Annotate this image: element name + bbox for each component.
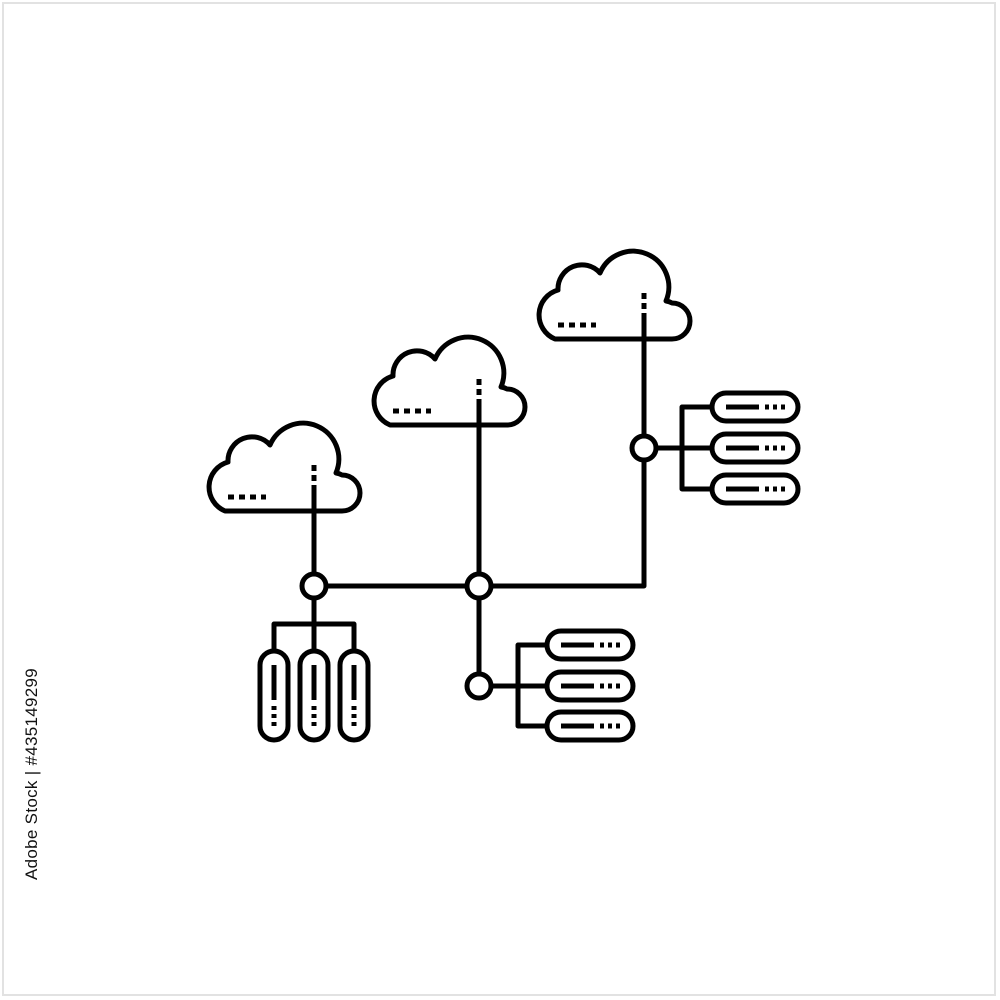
server-rack-vertical — [257, 648, 371, 743]
server-icon — [709, 431, 801, 465]
server-icon — [544, 628, 636, 662]
network-node-lower — [464, 671, 494, 701]
network-node-left — [299, 571, 329, 601]
server-icon — [544, 709, 636, 743]
cloud-icon-middle — [371, 334, 528, 428]
cloud-icon-left — [206, 420, 363, 514]
stock-id-label: Adobe Stock | #435149299 — [22, 667, 41, 880]
network-node-center — [464, 571, 494, 601]
server-icon — [544, 669, 636, 703]
network-connections — [271, 318, 712, 729]
server-icon — [297, 648, 331, 743]
server-icon — [257, 648, 291, 743]
server-icon — [709, 472, 801, 506]
network-node-right — [629, 433, 659, 463]
cloud-icon-right — [536, 248, 693, 342]
server-icon — [709, 390, 801, 424]
server-rack-right — [709, 390, 801, 506]
server-icon — [337, 648, 371, 743]
server-rack-middle — [544, 628, 636, 743]
